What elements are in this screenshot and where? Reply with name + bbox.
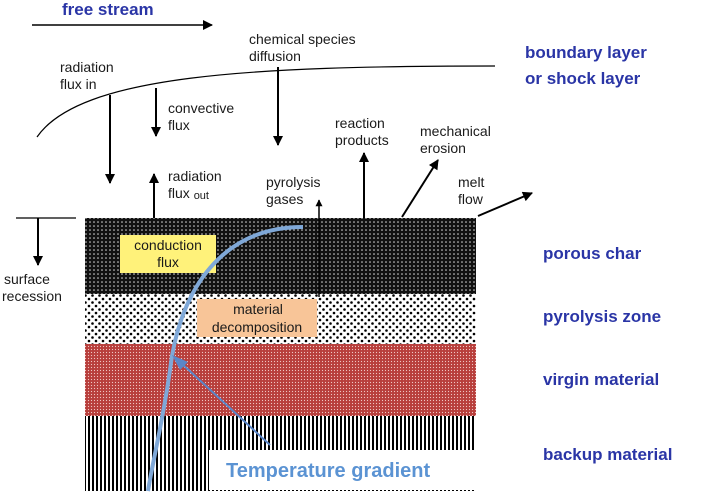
radiation-out-flux-text: flux [168, 185, 190, 201]
temperature-gradient-pointer-head [172, 355, 188, 370]
melt-flow-label-2: flow [458, 191, 484, 207]
virgin-material-layer [85, 344, 476, 416]
porous-char-label: porous char [543, 244, 642, 263]
reaction-products-label-2: products [335, 132, 389, 148]
conduction-flux-label-2: flux [157, 254, 179, 270]
convective-label-2: flux [168, 117, 190, 133]
melt-flow-label-1: melt [458, 174, 485, 190]
backup-material-label: backup material [543, 445, 672, 464]
radiation-in-label-1: radiation [60, 59, 114, 75]
temperature-gradient-label: Temperature gradient [226, 460, 430, 482]
mechanical-erosion-label-2: erosion [420, 140, 466, 156]
radiation-out-suffix: out [194, 190, 209, 202]
radiation-out-label-2: flux out [168, 185, 209, 202]
radiation-in-label-2: flux in [60, 76, 97, 92]
chemical-species-label-2: diffusion [249, 48, 301, 64]
conduction-flux-label-1: conduction [134, 237, 202, 253]
boundary-layer-curve [36, 65, 496, 138]
mechanical-erosion-arrow [401, 159, 439, 218]
free-stream-label: free stream [62, 0, 154, 19]
surface-recession-label-2: recession [2, 288, 62, 304]
radiation-out-label-1: radiation [168, 168, 222, 184]
boundary-layer-label-1: boundary layer [525, 43, 647, 62]
surface-recession-label-1: surface [4, 271, 50, 287]
pyrolysis-gases-label-1: pyrolysis [266, 174, 320, 190]
mechanical-erosion-label-1: mechanical [420, 123, 491, 139]
virgin-material-label: virgin material [543, 370, 659, 389]
pyrolysis-gases-label-2: gases [266, 191, 303, 207]
pyrolysis-zone-label: pyrolysis zone [543, 307, 661, 326]
temperature-gradient-label-bg [209, 450, 484, 490]
material-decomposition-box [197, 299, 317, 337]
melt-flow-arrow [477, 191, 533, 217]
reaction-products-label-1: reaction [335, 115, 385, 131]
conduction-flux-box [120, 235, 216, 273]
convective-label-1: convective [168, 100, 234, 116]
chemical-species-label-1: chemical species [249, 31, 356, 47]
material-decomposition-label-1: material [233, 301, 283, 317]
material-decomposition-label-2: decomposition [212, 319, 302, 335]
temperature-gradient-curve [146, 225, 304, 492]
boundary-layer-label-2: or shock layer [525, 69, 641, 88]
temperature-gradient-pointer [179, 361, 271, 446]
